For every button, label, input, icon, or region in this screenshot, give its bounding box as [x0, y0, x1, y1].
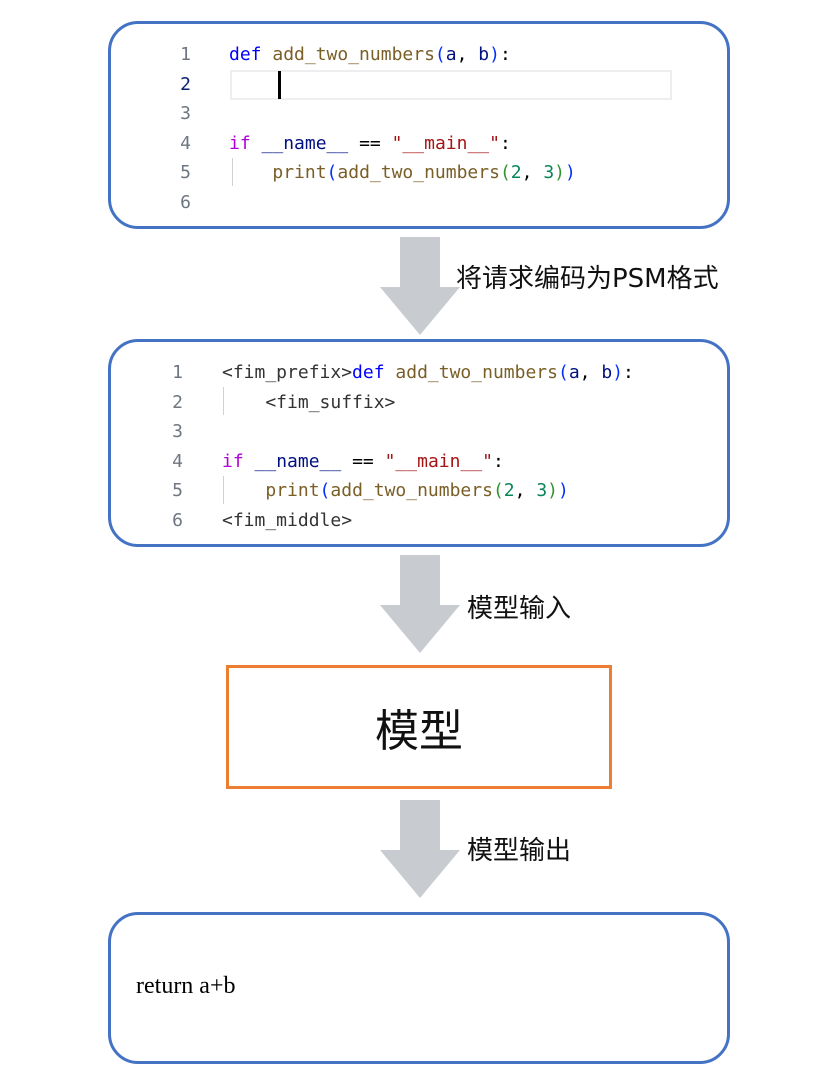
code-token: ( — [326, 162, 338, 183]
code-token: ( — [492, 480, 504, 501]
code-token: b — [601, 362, 613, 383]
code-token: ) — [489, 44, 500, 65]
arrow-shape — [380, 237, 460, 335]
code-token: , — [579, 362, 602, 383]
line-number: 1 — [180, 44, 191, 65]
code-token: ) — [612, 362, 624, 383]
code-token: 2 — [503, 480, 515, 501]
arrow-shape — [380, 800, 460, 898]
code-token: if — [222, 450, 244, 472]
line-number: 5 — [172, 480, 183, 501]
text-cursor — [278, 71, 281, 99]
code-token: __name__ — [254, 450, 342, 472]
code-token: ( — [434, 44, 446, 65]
code-line: <fim_prefix>def add_two_numbers(a, b): — [222, 358, 634, 387]
code-token: def — [229, 44, 262, 65]
step-label-encode-psm: 将请求编码为PSM格式 — [456, 264, 719, 294]
code-line: print(add_two_numbers(2, 3)) — [222, 476, 569, 505]
code-token: "__main__" — [391, 132, 500, 154]
code-token: : — [623, 362, 634, 383]
line-number: 2 — [172, 391, 183, 413]
code-token: def — [352, 362, 385, 383]
line-number: 6 — [172, 509, 183, 531]
code-token — [385, 362, 396, 383]
code-line: print(add_two_numbers(2, 3)) — [229, 158, 576, 187]
psm-code-box: 1<fim_prefix>def add_two_numbers(a, b):2… — [108, 339, 730, 547]
code-token: == — [341, 450, 385, 472]
code-token: "__main__" — [384, 450, 493, 472]
code-token: ( — [499, 162, 511, 183]
down-arrow-2 — [380, 555, 460, 653]
code-token — [229, 162, 272, 183]
code-token: 3 — [543, 162, 555, 183]
code-token: add_two_numbers — [337, 162, 500, 183]
code-token: ) — [558, 480, 569, 501]
code-token: : — [499, 44, 511, 65]
output-box — [108, 912, 730, 1064]
code-token: 3 — [536, 480, 548, 501]
model-box: 模型 — [226, 665, 612, 789]
code-token: 2 — [510, 162, 522, 183]
step-label-model-output: 模型输出 — [467, 836, 572, 866]
code-token: ( — [557, 362, 569, 383]
code-token: , — [456, 44, 479, 65]
arrow-shape — [380, 555, 460, 653]
line-number: 4 — [172, 450, 183, 472]
line-number: 3 — [180, 103, 191, 124]
code-token — [251, 133, 262, 154]
down-arrow-1 — [380, 237, 460, 335]
line-number: 4 — [180, 132, 191, 154]
code-token: == — [348, 132, 392, 154]
code-token: ) — [565, 162, 576, 183]
line-number: 6 — [180, 191, 191, 213]
code-token: ( — [319, 480, 331, 501]
indent-guide — [223, 476, 224, 504]
current-line-highlight — [230, 70, 672, 100]
step-label-model-input: 模型输入 — [467, 594, 572, 624]
code-token: ) — [554, 162, 566, 183]
code-line: if __name__ == "__main__": — [229, 129, 511, 158]
code-token: <fim_prefix> — [222, 362, 353, 383]
code-token: ) — [547, 480, 559, 501]
code-token: : — [499, 132, 511, 154]
code-token: add_two_numbers — [395, 362, 558, 383]
code-token: a — [568, 362, 580, 383]
code-line: <fim_suffix> — [222, 388, 395, 417]
code-token: if — [229, 132, 251, 154]
code-token: add_two_numbers — [330, 480, 493, 501]
line-number: 3 — [172, 421, 183, 442]
code-token: print — [272, 162, 327, 183]
line-number: 5 — [180, 162, 191, 183]
code-token: <fim_suffix> — [222, 391, 396, 413]
code-token: a — [445, 44, 457, 65]
line-number: 2 — [180, 73, 191, 95]
code-token: add_two_numbers — [272, 44, 435, 65]
code-token: b — [478, 44, 490, 65]
indent-guide — [223, 387, 224, 415]
code-line: <fim_middle> — [222, 506, 352, 535]
code-token — [262, 44, 273, 65]
code-line: def add_two_numbers(a, b): — [229, 40, 511, 69]
model-label: 模型 — [375, 706, 463, 757]
code-line: if __name__ == "__main__": — [222, 447, 504, 476]
line-number: 1 — [172, 362, 183, 383]
down-arrow-3 — [380, 800, 460, 898]
code-token: , — [514, 480, 537, 501]
code-token: <fim_middle> — [222, 509, 353, 531]
output-code-text: return a+b — [136, 973, 236, 999]
code-token: __name__ — [261, 132, 349, 154]
code-token: : — [492, 450, 504, 472]
code-token — [222, 480, 265, 501]
code-token: print — [265, 480, 320, 501]
indent-guide — [232, 158, 233, 186]
code-token — [244, 451, 255, 472]
code-token: , — [521, 162, 544, 183]
